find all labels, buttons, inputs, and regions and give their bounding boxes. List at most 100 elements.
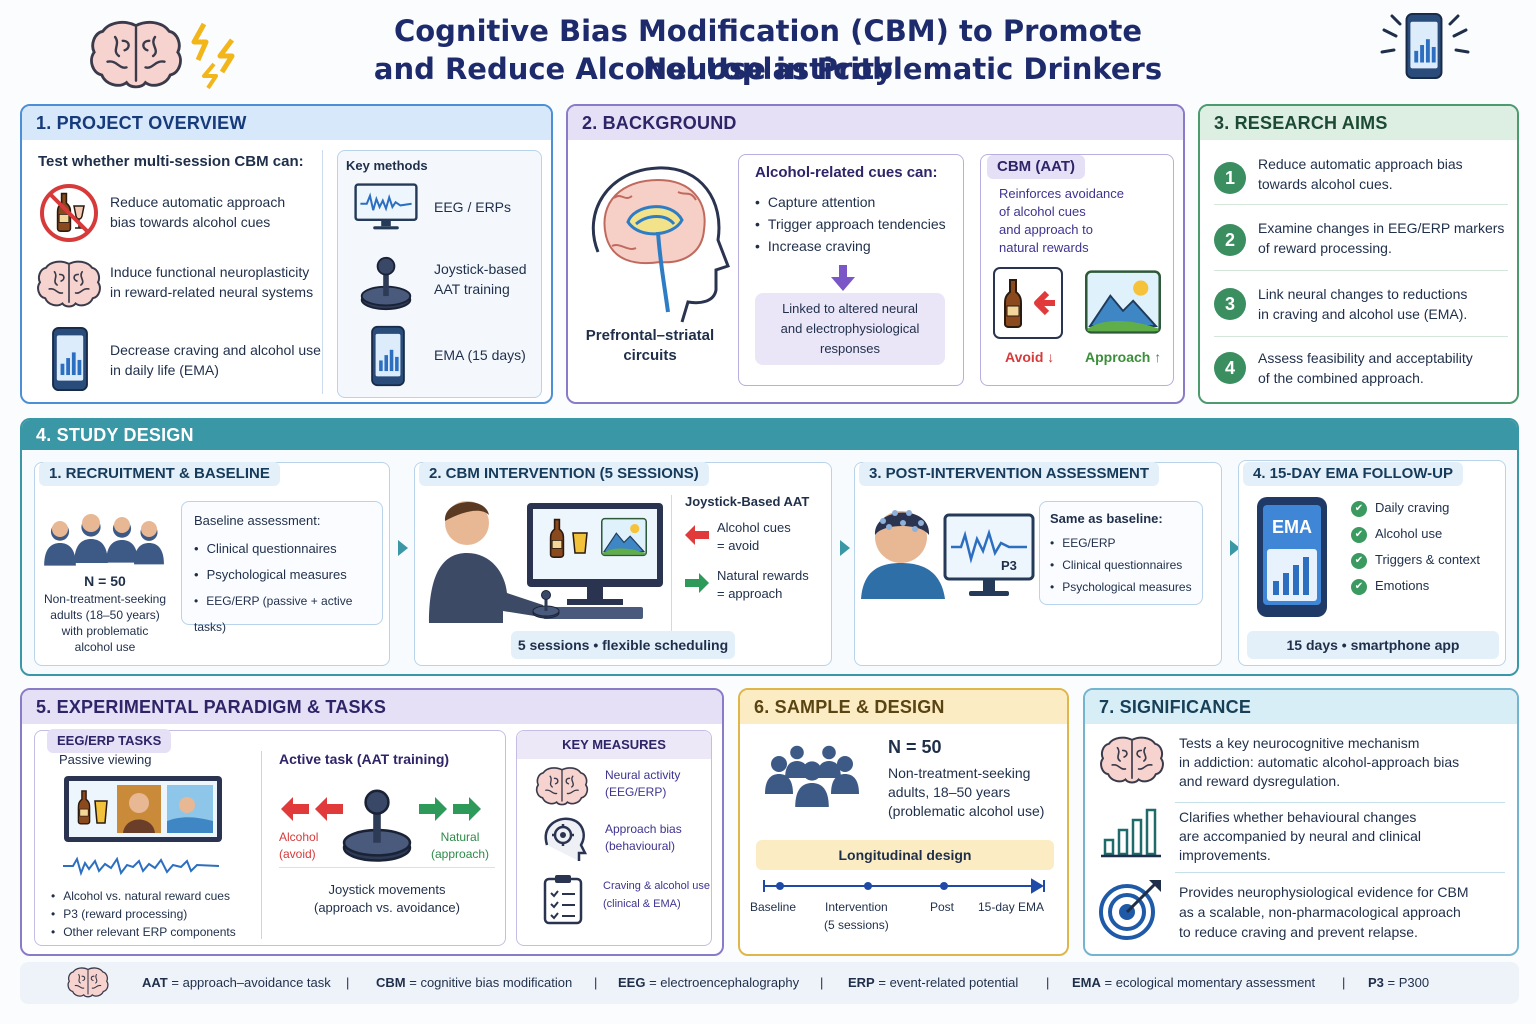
panel-heading: 7. SIGNIFICANCE	[1085, 690, 1517, 724]
eeg-cap-person-icon	[861, 510, 945, 599]
no-alcohol-icon	[40, 184, 98, 242]
glossary-eeg: EEG = electroencephalography	[618, 975, 800, 990]
approach-label: Approach ↑	[1085, 349, 1162, 365]
step-recruitment: 1. RECRUITMENT & BASELINE N = 50 Non-tre…	[34, 462, 390, 666]
timeline-ema: 15-day EMA	[978, 900, 1045, 914]
arrow-right-green-icon	[685, 573, 709, 593]
people-group-icon	[765, 745, 859, 807]
glossary-sep: |	[1046, 975, 1050, 990]
sessions-pill: 5 sessions • flexible scheduling	[511, 631, 735, 659]
method-eeg: EEG / ERPs	[434, 199, 512, 215]
same-list: EEG/ERPClinical questionnairesPsychologi…	[1050, 532, 1191, 598]
clipboard-icon	[543, 875, 583, 925]
cues-box: Alcohol-related cues can: Capture attent…	[738, 154, 964, 386]
baseline-box: Baseline assessment: Clinical questionna…	[181, 501, 383, 634]
divider	[1214, 270, 1508, 271]
person-at-computer-icon	[429, 501, 663, 623]
panel-study-design: 4. STUDY DESIGN 1. RECRUITMENT & BASELIN…	[20, 418, 1519, 676]
aim-number-1: 1	[1214, 162, 1246, 194]
stimulus-monitor-icon	[64, 776, 222, 842]
aat-natural: Natural rewards= approach	[717, 568, 809, 601]
aim-number-2: 2	[1214, 224, 1246, 256]
ema-item-triggers: Triggers & context	[1351, 551, 1480, 569]
avoid-label: Avoid ↓	[1005, 349, 1055, 365]
brain-lightning-icon	[90, 20, 235, 90]
head-gear-icon	[544, 817, 588, 861]
eeg-wave-icon	[63, 856, 220, 877]
key-measures-box: KEY MEASURES Neural activity(EEG/ERP) Ap…	[516, 730, 712, 946]
divider	[322, 150, 323, 394]
panel-research-aims: 3. RESEARCH AIMS 1 Reduce automatic appr…	[1198, 104, 1519, 404]
divider	[1214, 204, 1508, 205]
divider	[279, 867, 495, 941]
step-heading: 1. RECRUITMENT & BASELINE	[39, 462, 280, 486]
glossary-aat: AAT = approach–avoidance task	[142, 975, 331, 990]
baseline-heading: Baseline assessment:	[194, 513, 321, 528]
panel-heading: 2. BACKGROUND	[568, 106, 1183, 140]
p3-monitor-icon	[943, 513, 1035, 596]
timeline-post: Post	[930, 900, 955, 914]
smartphone-icon	[51, 326, 89, 392]
glossary-sep: |	[346, 975, 350, 990]
glossary-cbm: CBM = cognitive bias modification	[376, 975, 573, 990]
key-methods-heading: Key methods	[346, 158, 428, 173]
step-heading: 2. CBM INTERVENTION (5 SESSIONS)	[419, 462, 709, 486]
page-subtitle: and Reduce Alcohol Use in Problematic Dr…	[373, 52, 1163, 86]
eeg-tasks-box: EEG/ERP TASKS Passive viewing Alcohol vs…	[34, 729, 506, 946]
longitudinal-label: Longitudinal design	[756, 840, 1054, 870]
glossary-sep: |	[820, 975, 824, 990]
sample-n: N = 50	[888, 737, 942, 757]
measure-neural: Neural activity(EEG/ERP)	[605, 768, 681, 799]
divider	[261, 751, 262, 939]
ema-pill: 15 days • smartphone app	[1247, 631, 1499, 659]
ema-item-emotions: Emotions	[1351, 577, 1429, 595]
aat-alcohol: Alcohol cues= avoid	[717, 520, 791, 553]
brain-icon	[37, 260, 101, 308]
key-measures-heading: KEY MEASURES	[517, 731, 711, 759]
alcohol-avoid-label: Alcohol(avoid)	[279, 830, 319, 861]
glossary-sep: |	[1342, 975, 1346, 990]
divider	[671, 495, 672, 645]
eeg-tasks-heading: EEG/ERP TASKS	[47, 729, 172, 753]
baseline-list: Clinical questionnairesPsychological mea…	[194, 536, 382, 640]
passive-label: Passive viewing	[59, 752, 152, 767]
arrow-left-red-icon	[685, 525, 709, 545]
panel-heading: 6. SAMPLE & DESIGN	[740, 690, 1067, 724]
ema-item-craving: Daily craving	[1351, 499, 1449, 517]
divider	[1175, 802, 1505, 803]
arrow-down-icon	[831, 265, 855, 291]
divider	[1214, 336, 1508, 337]
panel-heading: 1. PROJECT OVERVIEW	[22, 106, 551, 140]
method-ema: EMA (15 days)	[434, 347, 526, 363]
step-heading: 3. POST-INTERVENTION ASSESSMENT	[859, 462, 1160, 486]
joystick-icon	[342, 789, 412, 862]
step-post-assessment: 3. POST-INTERVENTION ASSESSMENT P3 Same …	[854, 462, 1222, 666]
joystick-icon	[360, 256, 412, 311]
same-heading: Same as baseline:	[1050, 511, 1163, 526]
passive-list: Alcohol vs. natural reward cuesP3 (rewar…	[51, 887, 236, 941]
panel-heading: 3. RESEARCH AIMS	[1200, 106, 1517, 140]
panel-paradigm: 5. EXPERIMENTAL PARADIGM & TASKS EEG/ERP…	[20, 688, 724, 956]
timeline-baseline: Baseline	[750, 900, 797, 914]
natural-approach-label: Natural(approach)	[431, 830, 490, 861]
glossary-sep: |	[594, 975, 598, 990]
flow-arrow	[398, 540, 408, 556]
aim-number-4: 4	[1214, 352, 1246, 384]
phone-app-icon	[371, 325, 405, 387]
aat-heading: Joystick-Based AAT	[685, 494, 810, 509]
significance-3: Provides neurophysiological evidence for…	[1179, 884, 1469, 940]
glossary-ema: EMA = ecological momentary assessment	[1072, 975, 1316, 990]
measure-craving: Craving & alcohol use(clinical & EMA)	[603, 880, 711, 910]
people-group-icon	[44, 514, 164, 566]
head-brain-icon	[591, 166, 730, 323]
